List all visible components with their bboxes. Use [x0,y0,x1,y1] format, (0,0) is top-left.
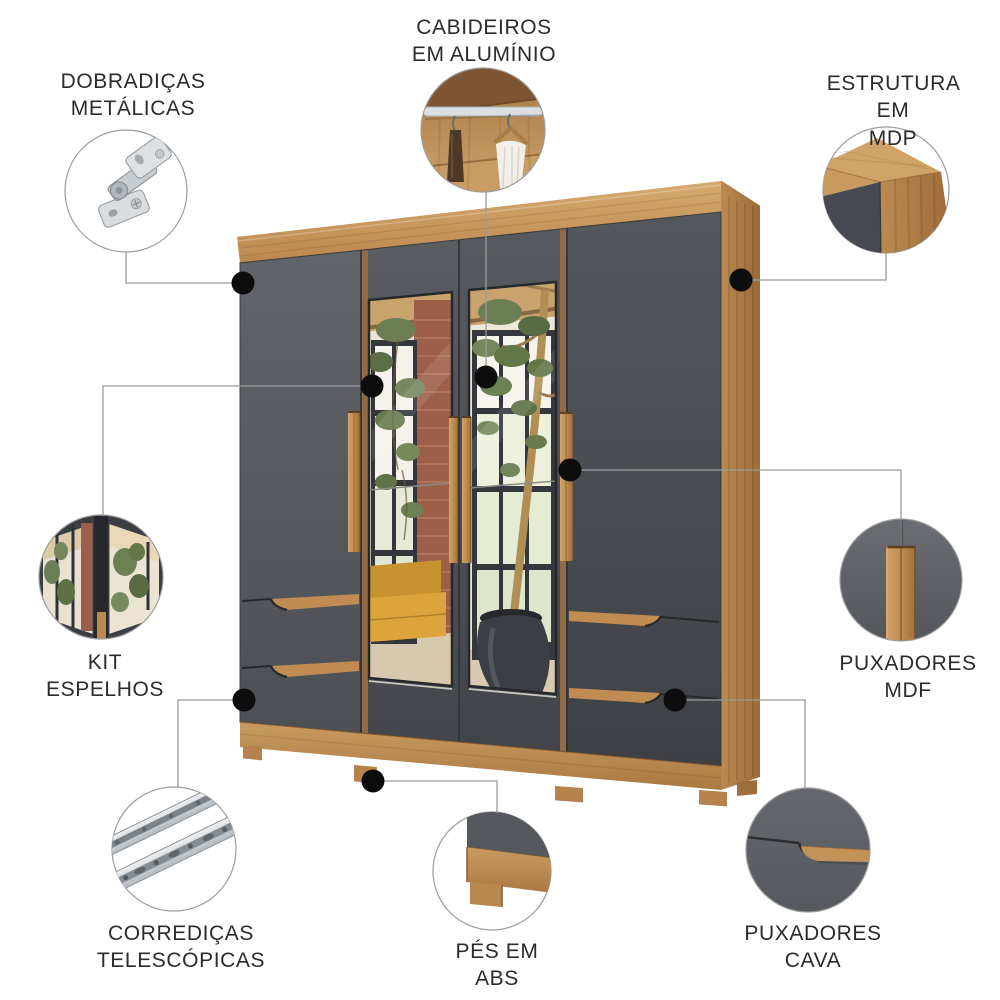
callout-dot-mdf-handles [558,458,582,482]
callout-dot-recessed-handles [663,688,687,712]
connector-mirror-kit [102,385,372,516]
wardrobe-base [239,721,722,790]
feature-label-mirror-kit: KIT ESPELHOS [45,651,165,702]
connector-abs-feet [373,780,498,813]
feature-label-abs-feet: PÉS EM ABS [455,940,539,991]
feature-circle-metal-hinges [64,129,188,253]
feature-circle-mirror-kit [38,514,164,640]
feature-label-metal-hinges: DOBRADIÇAS METÁLICAS [60,70,206,121]
connector-recessed-handles [675,699,806,789]
feature-circle-aluminum-rods [420,67,546,193]
connector-mdf-handles [570,469,902,546]
recessed-handle-icon [746,788,870,912]
callout-dot-mirror-kit [360,374,384,398]
feature-circle-abs-feet [432,811,552,931]
callout-dots [231,268,753,793]
connector-telescopic-slides [177,699,244,787]
feature-label-recessed-handles: PUXADORES CAVA [744,922,882,973]
wardrobe-side-panel [720,180,761,790]
callout-dot-abs-feet [361,769,385,793]
feature-label-telescopic-slides: CORREDIÇAS TELESCÓPICAS [96,922,266,973]
feature-circle-recessed-handles [745,787,871,913]
callout-connectors [102,192,902,813]
wood-handle-icon [840,519,962,641]
connector-metal-hinges [125,252,243,284]
feature-circle-telescopic-slides [111,786,237,912]
hanging-rod-icon [421,68,545,192]
callout-dot-aluminum-rods [474,365,498,389]
mirror-doors-icon [39,515,163,639]
wardrobe-feet [242,745,757,807]
connector-mdp-structure [741,253,887,281]
callout-dot-mdp-structure [729,268,753,292]
drawer-slide-icon [112,787,236,898]
mirror-door-left [367,290,454,690]
callout-dot-telescopic-slides [232,688,256,712]
feature-circle-mdf-handles [839,518,963,642]
mirror-door-right [467,280,558,698]
cabinet-hinge-icon [97,136,172,228]
door-handles [348,411,574,563]
drawer-handle-slits [241,594,720,705]
feature-label-mdf-handles: PUXADORES MDF [839,652,977,703]
feature-label-mdp-structure: ESTRUTURA EM MDP [826,72,961,150]
wardrobe-illustration [237,180,761,807]
feature-label-aluminum-rods: CABIDEIROS EM ALUMÍNIO [411,16,557,67]
callout-dot-metal-hinges [231,271,255,295]
